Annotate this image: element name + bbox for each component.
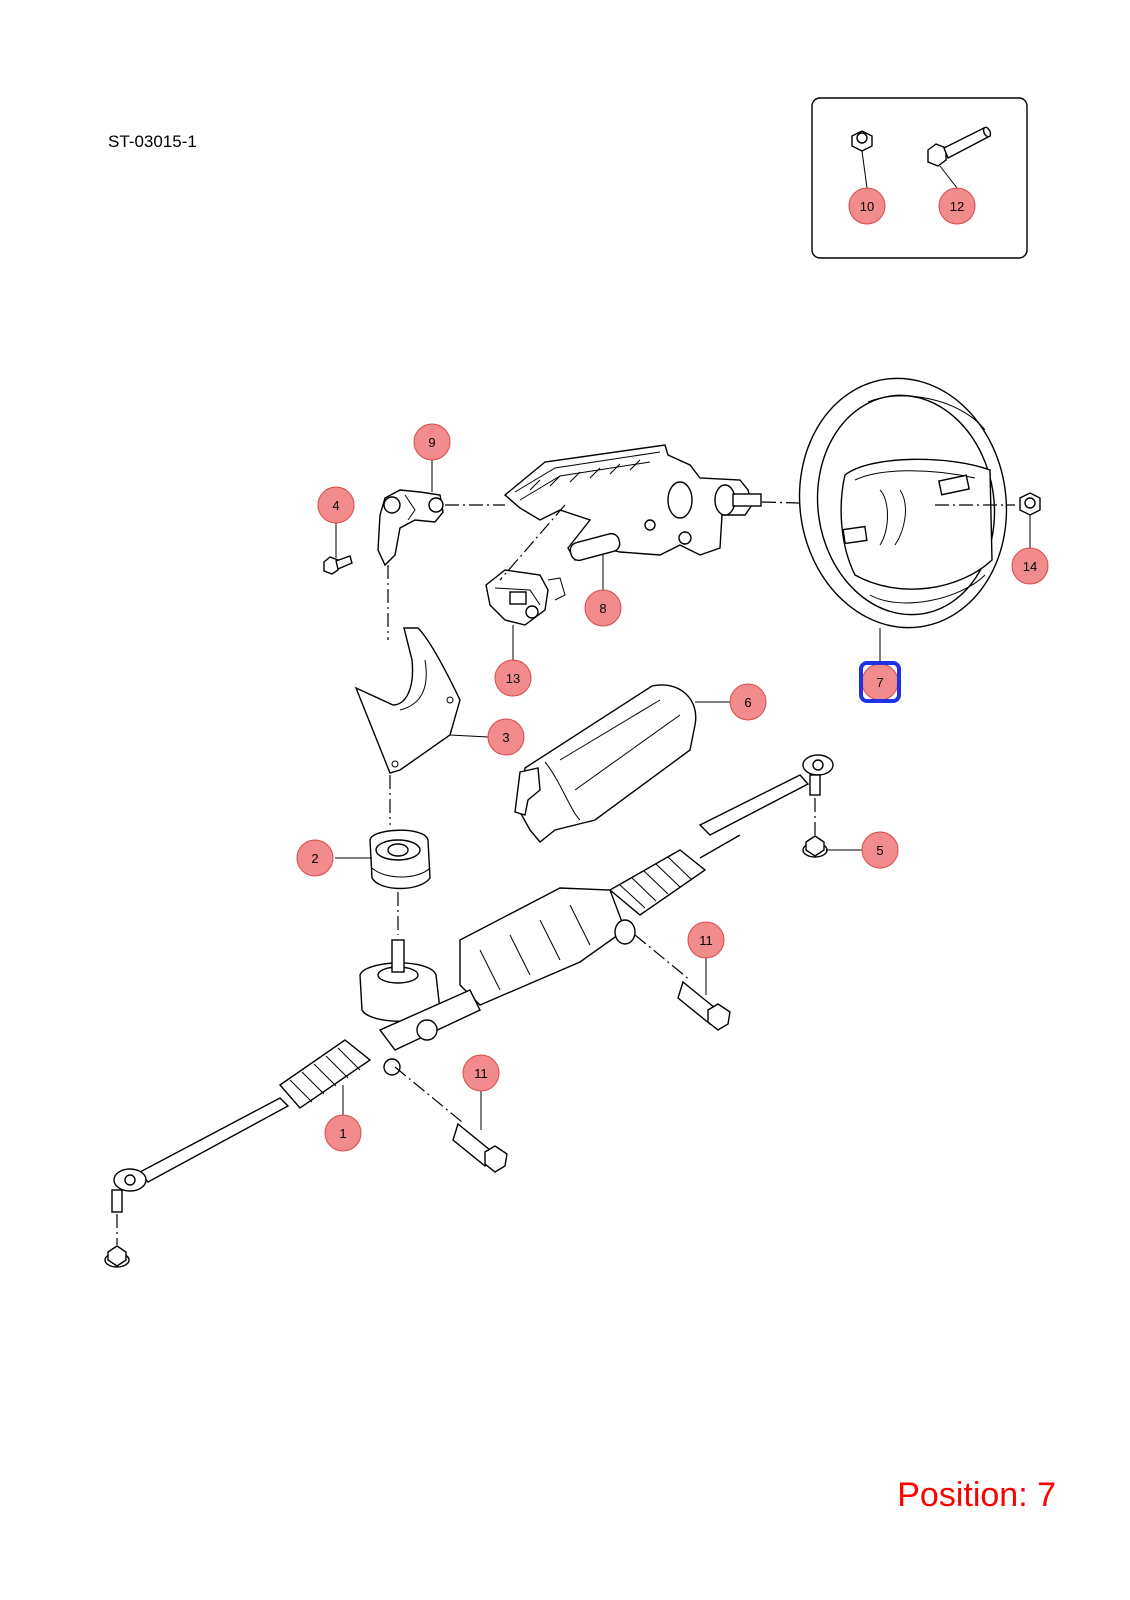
callout-number: 14	[1023, 559, 1037, 574]
right-mount-bolt-drawing	[677, 980, 731, 1031]
diagram-code: ST-03015-1	[108, 132, 197, 151]
callout-number: 11	[699, 933, 713, 948]
callout-bubble	[413, 423, 451, 461]
hardware-inset-box	[811, 97, 1028, 259]
callout-bubble	[296, 839, 334, 877]
callout-inset-bolt[interactable]: 12	[938, 187, 976, 225]
intermediate-shaft-drawing	[377, 489, 444, 567]
callout-number: 3	[502, 730, 509, 745]
callout-number: 2	[311, 851, 318, 866]
steering-rack-drawing	[111, 834, 741, 1213]
right-tie-rod-nut-drawing	[802, 835, 828, 858]
callout-steering-wheel-nut[interactable]: 14	[1011, 547, 1049, 585]
callout-number: 8	[599, 601, 606, 616]
callout-bubble	[324, 1114, 362, 1152]
callout-column-seal-boot[interactable]: 2	[296, 839, 334, 877]
inset-nut-drawing	[851, 130, 873, 152]
callout-bubble	[584, 589, 622, 627]
callout-steering-gear-rack[interactable]: 1	[324, 1114, 362, 1152]
callout-bubble	[1011, 547, 1049, 585]
callout-number: 13	[506, 671, 520, 686]
steering-wheel-drawing	[798, 377, 1008, 629]
callout-bubble	[317, 486, 355, 524]
callout-highlight-frame	[859, 661, 901, 703]
callout-number: 4	[332, 498, 339, 513]
callout-steering-column[interactable]: 8	[584, 589, 622, 627]
callout-bubble	[494, 659, 532, 697]
dash-seal-plate-drawing	[354, 627, 461, 774]
callout-number: 10	[860, 199, 874, 214]
callout-gear-mount-bolt-left[interactable]: 11	[462, 1054, 500, 1092]
callout-bubble	[487, 718, 525, 756]
callout-column-lock-module[interactable]: 13	[494, 659, 532, 697]
callout-dash-seal-plate[interactable]: 3	[487, 718, 525, 756]
callout-number: 1	[339, 1126, 346, 1141]
steering-column-drawing	[503, 444, 762, 562]
callout-bubble	[687, 921, 725, 959]
callout-number: 5	[876, 843, 883, 858]
callout-bubble	[729, 683, 767, 721]
position-label: Position: 7	[897, 1476, 1056, 1514]
callout-heat-shield[interactable]: 6	[729, 683, 767, 721]
heat-shield-drawing	[514, 684, 697, 843]
right-tie-rod-drawing	[698, 754, 834, 836]
callout-number: 11	[474, 1066, 488, 1081]
callout-number: 12	[950, 199, 964, 214]
callout-bubble	[848, 187, 886, 225]
left-mount-bolt-drawing	[452, 1122, 508, 1173]
callout-steering-wheel[interactable]: 7	[859, 661, 901, 703]
callout-bubble	[861, 831, 899, 869]
left-tie-rod-nut-drawing	[104, 1245, 130, 1268]
callout-tie-rod-nut-right[interactable]: 5	[861, 831, 899, 869]
callout-inset-nut[interactable]: 10	[848, 187, 886, 225]
wheel-nut-drawing	[1019, 492, 1041, 516]
shaft-bolt-drawing	[323, 555, 353, 575]
callout-intermediate-shaft[interactable]: 9	[413, 423, 451, 461]
callout-gear-mount-bolt-right[interactable]: 11	[687, 921, 725, 959]
callout-number: 6	[744, 695, 751, 710]
callout-number: 9	[428, 435, 435, 450]
lock-module-drawing	[485, 569, 566, 626]
seal-boot-drawing	[369, 829, 431, 890]
inset-bolt-drawing	[927, 126, 992, 167]
callout-bubble	[462, 1054, 500, 1092]
callout-bubble	[938, 187, 976, 225]
callout-intermediate-shaft-bolt[interactable]: 4	[317, 486, 355, 524]
callout-number: 7	[876, 675, 883, 690]
